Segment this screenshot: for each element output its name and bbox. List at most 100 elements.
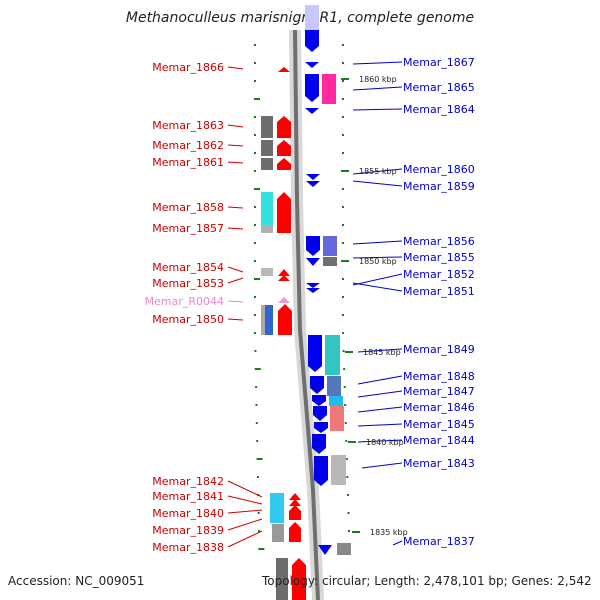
gene-label[interactable]: Memar_1861 [152,156,224,169]
gene-block [261,116,273,138]
gene-block [292,558,306,600]
gene-label[interactable]: Memar_1842 [152,475,224,488]
gene-label[interactable]: Memar_1851 [403,285,475,298]
strand-tick [342,188,344,190]
strand-tick [254,116,256,118]
gene-block [331,455,346,485]
gene-block [261,268,273,276]
gene-block [313,406,327,421]
gene-label[interactable]: Memar_1864 [403,103,475,116]
gene-label[interactable]: Memar_R0044 [145,295,224,308]
gene-label[interactable]: Memar_1847 [403,385,475,398]
leader-line [352,168,403,175]
gene-label[interactable]: Memar_1848 [403,370,475,383]
gene-label[interactable]: Memar_1866 [152,61,224,74]
leader-line [227,206,244,209]
gene-block [327,376,341,396]
strand-tick [347,512,350,514]
strand-tick [254,296,256,298]
gene-label[interactable]: Memar_1860 [403,163,475,176]
gene-label[interactable]: Memar_1855 [403,251,475,264]
leader-line [352,256,403,259]
strand-tick [344,404,347,406]
gene-block [305,108,319,114]
gene-label[interactable]: Memar_1856 [403,235,475,248]
gene-label[interactable]: Memar_1841 [152,490,224,503]
gene-block [306,288,320,293]
strand-tick [342,116,344,118]
gene-label[interactable]: Memar_1867 [403,56,475,69]
gene-block [312,395,326,406]
leader-line [227,124,244,128]
right-gene-labels: Memar_1867Memar_1865Memar_1864Memar_1860… [403,56,475,548]
gene-label[interactable]: Memar_1843 [403,457,475,470]
leader-line [352,240,403,245]
gene-block [261,192,273,225]
label-leaders [227,61,403,548]
gene-block [272,524,284,542]
strand-tick [257,512,260,514]
strand-tick [342,62,344,64]
gene-block [305,30,319,52]
strand-tick [254,152,256,154]
gene-block [314,422,328,433]
strand-tick [342,350,345,352]
strand-tick [254,314,256,316]
kbp-label: 1855 kbp [359,167,397,176]
gene-block [276,558,288,600]
gene-block [306,181,320,187]
gene-block [277,140,291,156]
strand-tick [254,44,256,46]
gene-block [305,5,319,30]
gene-block [310,376,324,394]
leader-line [227,518,263,531]
leader-line [227,144,244,147]
strand-tick [342,332,345,334]
gene-label[interactable]: Memar_1859 [403,180,475,193]
leader-line [361,462,403,469]
strand-tick [342,44,344,46]
leader-line [357,423,403,427]
leader-line [357,348,403,353]
strand-tick [342,152,344,154]
accession-label: Accession: NC_009051 [8,574,145,588]
gene-label[interactable]: Memar_1852 [403,268,475,281]
kbp-label: 1835 kbp [370,528,408,537]
gene-label[interactable]: Memar_1854 [152,261,224,274]
gene-block [325,335,340,375]
gene-label[interactable]: Memar_1840 [152,507,224,520]
gene-label[interactable]: Memar_1862 [152,139,224,152]
strand-tick [348,530,350,532]
gene-label[interactable]: Memar_1846 [403,401,475,414]
gene-label[interactable]: Memar_1850 [152,313,224,326]
leader-line [227,495,263,505]
leader-line [227,318,244,321]
gene-label[interactable]: Memar_1839 [152,524,224,537]
strand-tick [254,80,256,82]
gene-label[interactable]: Memar_1858 [152,201,224,214]
gene-label[interactable]: Memar_1857 [152,222,224,235]
gene-label[interactable]: Memar_1849 [403,343,475,356]
strand-tick [342,80,344,82]
gene-label[interactable]: Memar_1863 [152,119,224,132]
gene-label[interactable]: Memar_1837 [403,535,475,548]
leader-line [352,61,403,65]
strand-tick [254,368,261,370]
gene-label[interactable]: Memar_1865 [403,81,475,94]
gene-block [323,236,337,256]
gene-label[interactable]: Memar_1838 [152,541,224,554]
gene-block [278,269,290,276]
strand-tick [255,386,258,388]
gene-label[interactable]: Memar_1853 [152,277,224,290]
left-gene-blocks [261,67,306,600]
gene-label[interactable]: Memar_1845 [403,418,475,431]
leader-line [357,375,403,385]
leader-line [392,540,403,546]
gene-label[interactable]: Memar_1844 [403,434,475,447]
strand-tick [255,422,258,424]
gene-block [289,493,301,500]
leader-line [227,227,244,230]
gene-block [278,304,292,335]
kbp-label: 1850 kbp [359,257,397,266]
